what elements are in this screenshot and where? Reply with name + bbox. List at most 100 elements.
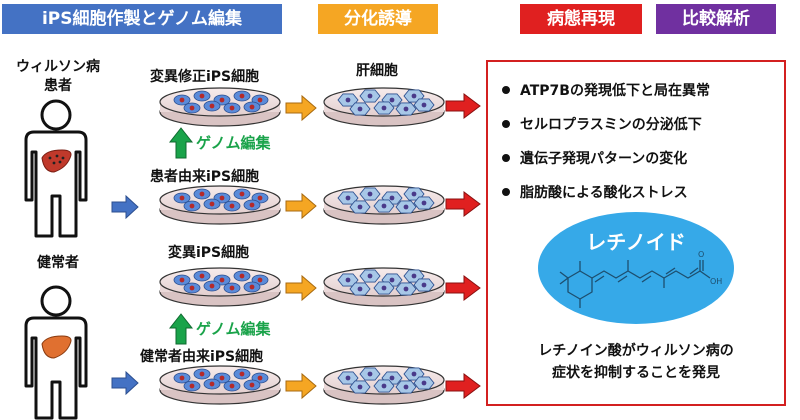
header-ips-editing: iPS細胞作製とゲノム編集 [2,4,282,34]
bullet-dot [502,154,510,162]
cell-nucleus [421,380,427,386]
cell-nucleus [179,97,185,103]
bullet-dot [502,188,510,196]
patient-body-icon [24,99,88,238]
cell-nucleus [229,105,235,111]
arrow-red-3 [445,275,481,301]
cell-nucleus [411,371,417,377]
arrow-orange-1 [285,94,317,122]
conclusion-line2: 症状を抑制することを発見 [552,365,720,381]
patient-label: ウィルソン病 患者 [6,58,110,96]
dish-patient-ips [159,185,281,225]
cell-nucleus [381,105,387,111]
healthy-liver-icon [41,335,72,359]
patient-liver-icon [41,149,72,173]
cell-nucleus [421,200,427,206]
cell-nucleus [389,195,395,201]
cell-nucleus [367,191,373,197]
cell-nucleus [257,375,263,381]
results-panel: ATP7Bの発現低下と局在異常 セルロプラスミンの分泌低下 遺伝子発現パターンの… [486,60,786,406]
arrow-blue-healthy [111,370,139,396]
cell-nucleus [257,97,263,103]
cell-nucleus [229,203,235,209]
cell-nucleus [403,384,409,390]
cell-nucleus [367,273,373,279]
cell-nucleus [357,204,363,210]
label-mutant-ips: 変異iPS細胞 [168,245,250,261]
result-text-4: 脂肪酸による酸化ストレス [520,185,688,201]
dish-hepatocytes-healthy [323,365,445,405]
cell-nucleus [249,104,255,110]
oh-label: OH [710,277,722,286]
arrow-green-bottom [168,313,194,345]
dish-healthy-ips [159,365,281,405]
cell-nucleus [403,286,409,292]
result-item-4: 脂肪酸による酸化ストレス [502,182,688,202]
label-corrected-ips: 変異修正iPS細胞 [150,69,260,85]
retinoid-circle: レチノイド [538,212,734,324]
retinoic-acid-structure-icon: O OH [559,250,722,308]
result-item-3: 遺伝子発現パターンの変化 [502,148,687,168]
cell-nucleus [381,383,387,389]
cell-nucleus [249,284,255,290]
header-differentiation: 分化誘導 [318,4,438,34]
cell-nucleus [229,285,235,291]
cell-nucleus [249,382,255,388]
cell-nucleus [367,371,373,377]
dish-hepatocytes-patient [323,185,445,225]
cell-nucleus [403,106,409,112]
cell-nucleus [219,375,225,381]
result-item-2: セルロプラスミンの分泌低下 [502,114,702,134]
result-text-1: ATP7Bの発現低下と局在異常 [520,83,710,99]
cell-nucleus [189,383,195,389]
cell-nucleus [345,277,351,283]
cell-nucleus [411,273,417,279]
cell-nucleus [345,375,351,381]
cell-nucleus [199,371,205,377]
arrow-red-1 [445,93,481,119]
label-healthy-ips: 健常者由来iPS細胞 [140,349,264,365]
cell-nucleus [239,371,245,377]
cell-nucleus [209,381,215,387]
cell-nucleus [381,285,387,291]
cell-nucleus [199,93,205,99]
cell-nucleus [411,93,417,99]
arrow-blue-patient [111,194,139,220]
cell-nucleus [189,203,195,209]
cell-nucleus [189,285,195,291]
cell-nucleus [209,283,215,289]
cell-nucleus [199,191,205,197]
dish-hepatocytes-mutant [323,267,445,307]
cell-nucleus [209,103,215,109]
arrow-orange-3 [285,274,317,302]
label-hepatocytes: 肝細胞 [356,63,398,79]
cell-nucleus [357,384,363,390]
bullet-dot [502,120,510,128]
header-disease-reproduction: 病態再現 [520,4,642,34]
cell-nucleus [381,203,387,209]
healthy-label: 健常者 [37,255,79,271]
arrow-red-4 [445,373,481,399]
dish-corrected-ips [159,87,281,127]
header-comparative-analysis: 比較解析 [656,4,776,34]
cell-nucleus [189,105,195,111]
cell-nucleus [411,191,417,197]
cell-nucleus [389,375,395,381]
oxygen-label: O [698,250,704,259]
cell-nucleus [257,277,263,283]
label-patient-ips: 患者由来iPS細胞 [150,169,260,185]
cell-nucleus [179,195,185,201]
cell-nucleus [219,97,225,103]
cell-nucleus [421,282,427,288]
dish-hepatocytes-corrected [323,87,445,127]
cell-nucleus [179,375,185,381]
cell-nucleus [367,93,373,99]
arrow-orange-2 [285,192,317,220]
cell-nucleus [219,195,225,201]
cell-nucleus [357,286,363,292]
result-item-1: ATP7Bの発現低下と局在異常 [502,80,710,100]
cell-nucleus [219,277,225,283]
cell-nucleus [345,97,351,103]
cell-nucleus [389,97,395,103]
cell-nucleus [257,195,263,201]
